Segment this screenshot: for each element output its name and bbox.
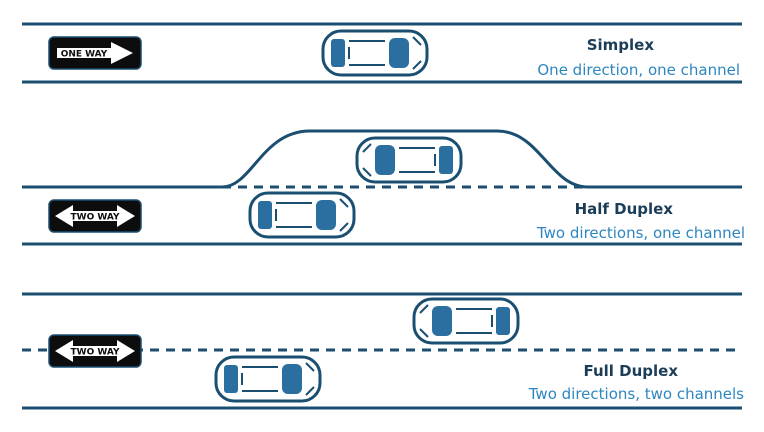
half-duplex-subtitle: Two directions, one channel (536, 224, 745, 242)
two-way-arrow-icon: TWO WAY (48, 199, 142, 233)
simplex-sign-text: ONE WAY (61, 50, 108, 60)
full-duplex-subtitle: Two directions, two channels (528, 385, 744, 403)
half-duplex-title: Half Duplex (575, 200, 674, 218)
full-duplex-sign-text: TWO WAY (71, 348, 120, 358)
half-duplex-passing-bulge (22, 129, 742, 189)
full-duplex-section: TWO WAY Full Duplex Two directions, two … (22, 292, 744, 410)
half-duplex-sign-text: TWO WAY (71, 213, 120, 223)
simplex-subtitle: One direction, one channel (537, 61, 740, 79)
full-duplex-car-westbound (412, 297, 520, 345)
simplex-car-eastbound (321, 29, 429, 77)
simplex-section: ONE WAY Simplex One direction, one chann… (22, 22, 742, 84)
full-duplex-car-eastbound (214, 355, 322, 403)
full-duplex-title: Full Duplex (583, 362, 678, 380)
simplex-title: Simplex (587, 36, 655, 54)
half-duplex-section: TWO WAY Half Duplex Two directions, one … (22, 129, 745, 246)
two-way-arrow-icon: TWO WAY (48, 334, 142, 368)
half-duplex-car-eastbound (248, 191, 356, 239)
one-way-arrow-icon: ONE WAY (48, 36, 142, 70)
half-duplex-car-westbound (355, 136, 463, 184)
